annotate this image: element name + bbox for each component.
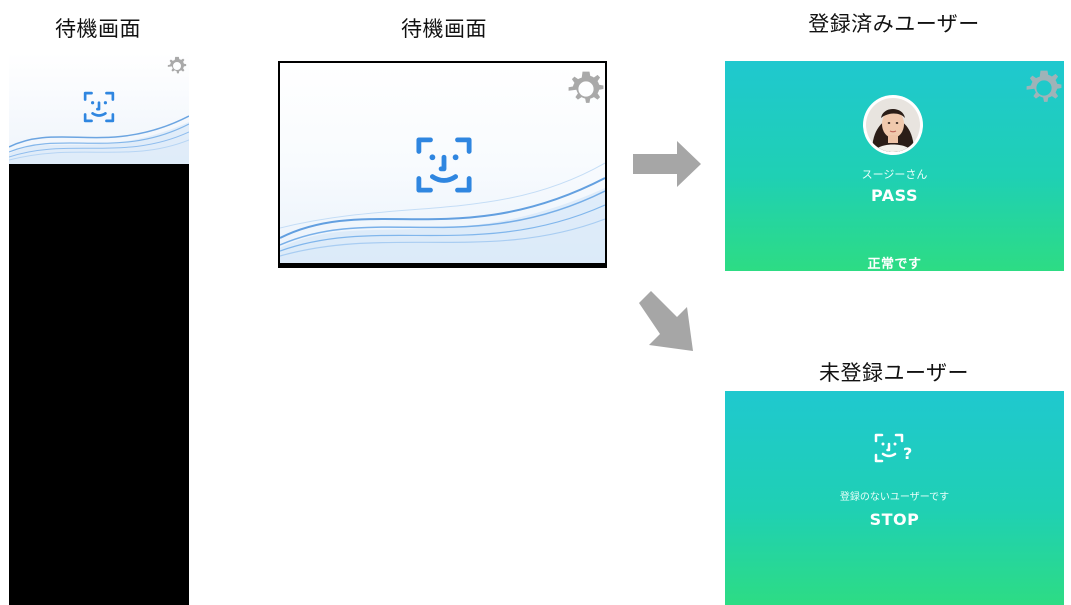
wave-decoration [280, 162, 605, 263]
wave-decoration [9, 115, 189, 164]
face-id-icon [416, 137, 472, 193]
portrait-idle-device [9, 53, 189, 605]
caption-unregistered-user: 未登録ユーザー [818, 361, 970, 385]
status-text: 正常です [867, 257, 922, 271]
face-id-icon [83, 91, 115, 123]
arrow-down-right-icon [639, 291, 693, 351]
user-name: スージーさん [861, 168, 928, 181]
face-id-icon [874, 433, 904, 463]
stop-result: STOP [869, 510, 920, 529]
pass-screen: スージーさん PASS 正常です [725, 61, 1064, 271]
caption-registered-user: 登録済みユーザー [808, 12, 980, 36]
gear-icon[interactable] [167, 56, 187, 76]
arrow-right-icon [633, 141, 701, 187]
pass-result: PASS [871, 186, 918, 205]
user-photo [866, 98, 920, 152]
portrait-idle-screen [9, 53, 189, 164]
caption-landscape-idle: 待機画面 [401, 17, 487, 41]
question-mark: ? [903, 444, 913, 463]
gear-icon[interactable] [567, 70, 605, 108]
stop-screen: ? 登録のないユーザーです STOP [725, 391, 1064, 605]
gear-icon[interactable] [1025, 69, 1063, 107]
landscape-idle-screen [278, 61, 607, 268]
avatar [863, 95, 923, 155]
caption-portrait-idle: 待機画面 [55, 17, 141, 41]
unregistered-message: 登録のないユーザーです [839, 492, 950, 503]
